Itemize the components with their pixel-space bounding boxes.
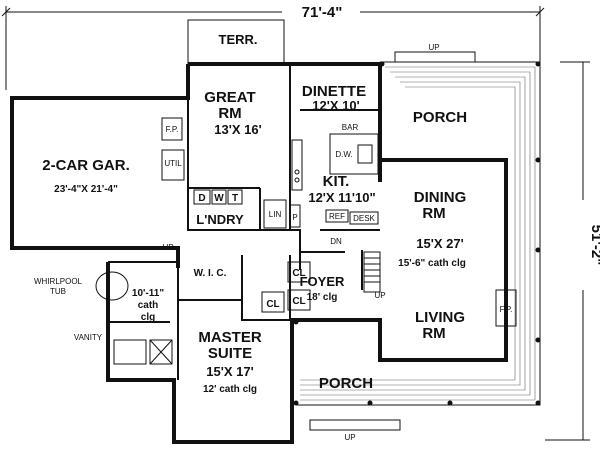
cl3-box — [261, 291, 285, 313]
cl1-label: CL — [292, 268, 305, 279]
lin-label: LIN — [269, 210, 282, 219]
linen-closet — [263, 199, 287, 229]
dining-name2: RM — [422, 205, 445, 222]
util-label: UTIL — [164, 159, 182, 168]
pantry-box — [289, 204, 301, 228]
cl2-box — [287, 289, 311, 311]
kitchen-sink — [357, 144, 373, 164]
great-room-name2: RM — [218, 105, 241, 122]
pantry-shelf — [291, 139, 303, 191]
ref-box — [325, 209, 349, 223]
vanity-box — [113, 339, 147, 365]
bath-size: 10'-11" — [132, 288, 164, 299]
foyer-clg: 18' clg — [307, 292, 338, 303]
bath-clg1: cath — [138, 300, 159, 311]
tub-box — [227, 189, 243, 205]
living-name: LIVING — [415, 309, 465, 326]
bar-label: BAR — [342, 123, 359, 132]
whirlpool-label: WHIRLPOOL — [34, 277, 83, 286]
interior-walls — [108, 64, 380, 380]
kitchen-counter — [329, 133, 379, 175]
top-porch-name: PORCH — [413, 109, 467, 126]
overall-width-label: 71'-4" — [302, 4, 343, 21]
overall-depth-label: 51'-2" — [588, 225, 600, 266]
master-name2: SUITE — [208, 345, 252, 362]
whirlpool-tub — [95, 271, 129, 301]
washer-label: W — [214, 193, 224, 204]
up-garage-label: UP — [162, 243, 173, 252]
fp-living-label: F.P. — [500, 305, 513, 314]
living-fireplace — [495, 289, 517, 327]
living-name2: RM — [422, 325, 445, 342]
living-clg: 15'-6" cath clg — [398, 258, 466, 269]
top-steps — [394, 51, 476, 63]
foyer-name: FOYER — [300, 274, 345, 289]
stair — [363, 251, 381, 293]
up-top-label: UP — [428, 43, 439, 52]
laundry-name: L'NDRY — [196, 212, 244, 227]
garage-fireplace-box — [161, 117, 183, 141]
fp-top-label: F.P. — [166, 125, 179, 134]
cl2-label: CL — [292, 296, 305, 307]
dn-label: DN — [330, 237, 342, 246]
overall-width-dimension: 71'-4" — [1, 4, 545, 90]
cl1-box — [287, 261, 311, 283]
dining-name: DINING — [414, 189, 467, 206]
dinette-size: 12'X 10' — [312, 98, 359, 113]
up-bottom-label: UP — [344, 433, 355, 442]
util-box — [161, 149, 185, 181]
living-size: 15'X 27' — [416, 236, 463, 251]
kitchen-name: KIT. — [323, 173, 350, 190]
overall-depth-dimension: 51'-2" — [545, 61, 600, 441]
garage-size: 23'-4"X 21'-4" — [54, 184, 118, 195]
bottom-porch-name: PORCH — [319, 375, 373, 392]
kitchen-size: 12'X 11'10" — [308, 190, 375, 205]
dinette-name: DINETTE — [302, 83, 366, 100]
garage-name: 2-CAR GAR. — [42, 157, 130, 174]
up-stair-label: UP — [374, 291, 385, 300]
master-clg: 12' cath clg — [203, 384, 257, 395]
pantry-label: P — [292, 213, 297, 222]
vanity-label: VANITY — [74, 333, 103, 342]
great-room-size: 13'X 16' — [214, 122, 261, 137]
top-porch — [293, 61, 541, 406]
ref-label: REF — [329, 212, 345, 221]
cl3-label: CL — [266, 299, 279, 310]
master-size: 15'X 17' — [206, 364, 253, 379]
great-room-name: GREAT — [204, 89, 255, 106]
desk-label: DESK — [353, 214, 375, 223]
whirlpool-label2: TUB — [50, 287, 66, 296]
desk-box — [349, 211, 379, 225]
dryer-box — [193, 189, 211, 205]
dw-label: D.W. — [335, 150, 352, 159]
wic-label: W. I. C. — [194, 268, 227, 279]
dryer-label: D — [198, 193, 205, 204]
master-name: MASTER — [198, 329, 262, 346]
bottom-steps — [309, 419, 401, 431]
bath-clg2: clg — [141, 312, 155, 323]
washer-box — [211, 189, 227, 205]
terrace-label: TERR. — [219, 32, 258, 47]
tub-label: T — [232, 193, 238, 204]
shower-box — [149, 339, 173, 365]
